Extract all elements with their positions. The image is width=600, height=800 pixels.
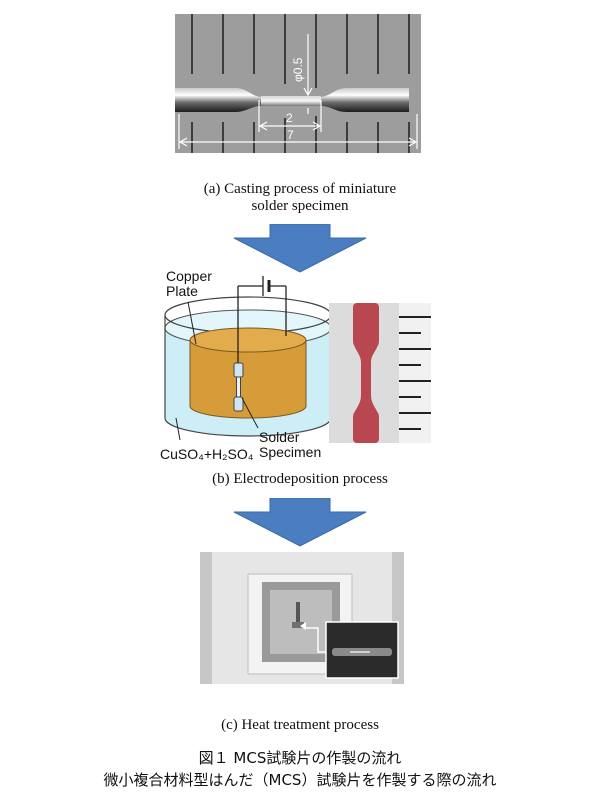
label-solder-line1: Solder [259, 429, 300, 445]
specimen-in-furnace [296, 602, 300, 622]
figure-subtitle: 微小複合材料型はんだ（MCS）試験片を作製する際の流れ [103, 771, 497, 789]
dimension-diameter: φ0.5 [291, 57, 305, 82]
caption-c: (c) Heat treatment process [221, 717, 379, 733]
photo-background [175, 14, 421, 153]
dimension-total-length: 7 [287, 128, 294, 142]
electrodeposition-diagram [164, 276, 332, 441]
dimension-gauge-length: 2 [286, 111, 293, 125]
caption-a-line2: solder specimen [251, 198, 349, 214]
figure-title: 図１ MCS試験片の作製の流れ [198, 749, 402, 767]
ruler-lines [191, 14, 410, 153]
copper-plate [190, 340, 306, 418]
label-electrolyte: CuSO₄+H₂SO₄ [160, 446, 254, 462]
label-solder-specimen: Solder Specimen [259, 430, 321, 460]
caption-a: (a) Casting process of miniature solder … [0, 181, 600, 215]
label-copper-line1: Copper [166, 268, 212, 284]
flow-arrow-1 [233, 224, 367, 273]
cast-specimen [175, 88, 409, 112]
label-solder-line2: Specimen [259, 444, 322, 460]
solder-specimen-photo [329, 303, 431, 443]
furnace-photo [200, 552, 404, 684]
dimension-lines [178, 34, 418, 149]
casting-photo: φ0.5 2 7 [175, 14, 421, 153]
label-copper-plate: Copper Plate [166, 269, 212, 299]
label-copper-line2: Plate [166, 283, 198, 299]
scale-ticks [399, 316, 431, 430]
solder-specimen [233, 362, 244, 412]
caption-b: (b) Electrodeposition process [212, 471, 388, 487]
caption-a-line1: (a) Casting process of miniature [203, 181, 397, 197]
casting-photo-svg: φ0.5 2 7 [175, 14, 421, 153]
flow-arrow-2 [233, 498, 367, 547]
red-specimen [353, 303, 379, 443]
